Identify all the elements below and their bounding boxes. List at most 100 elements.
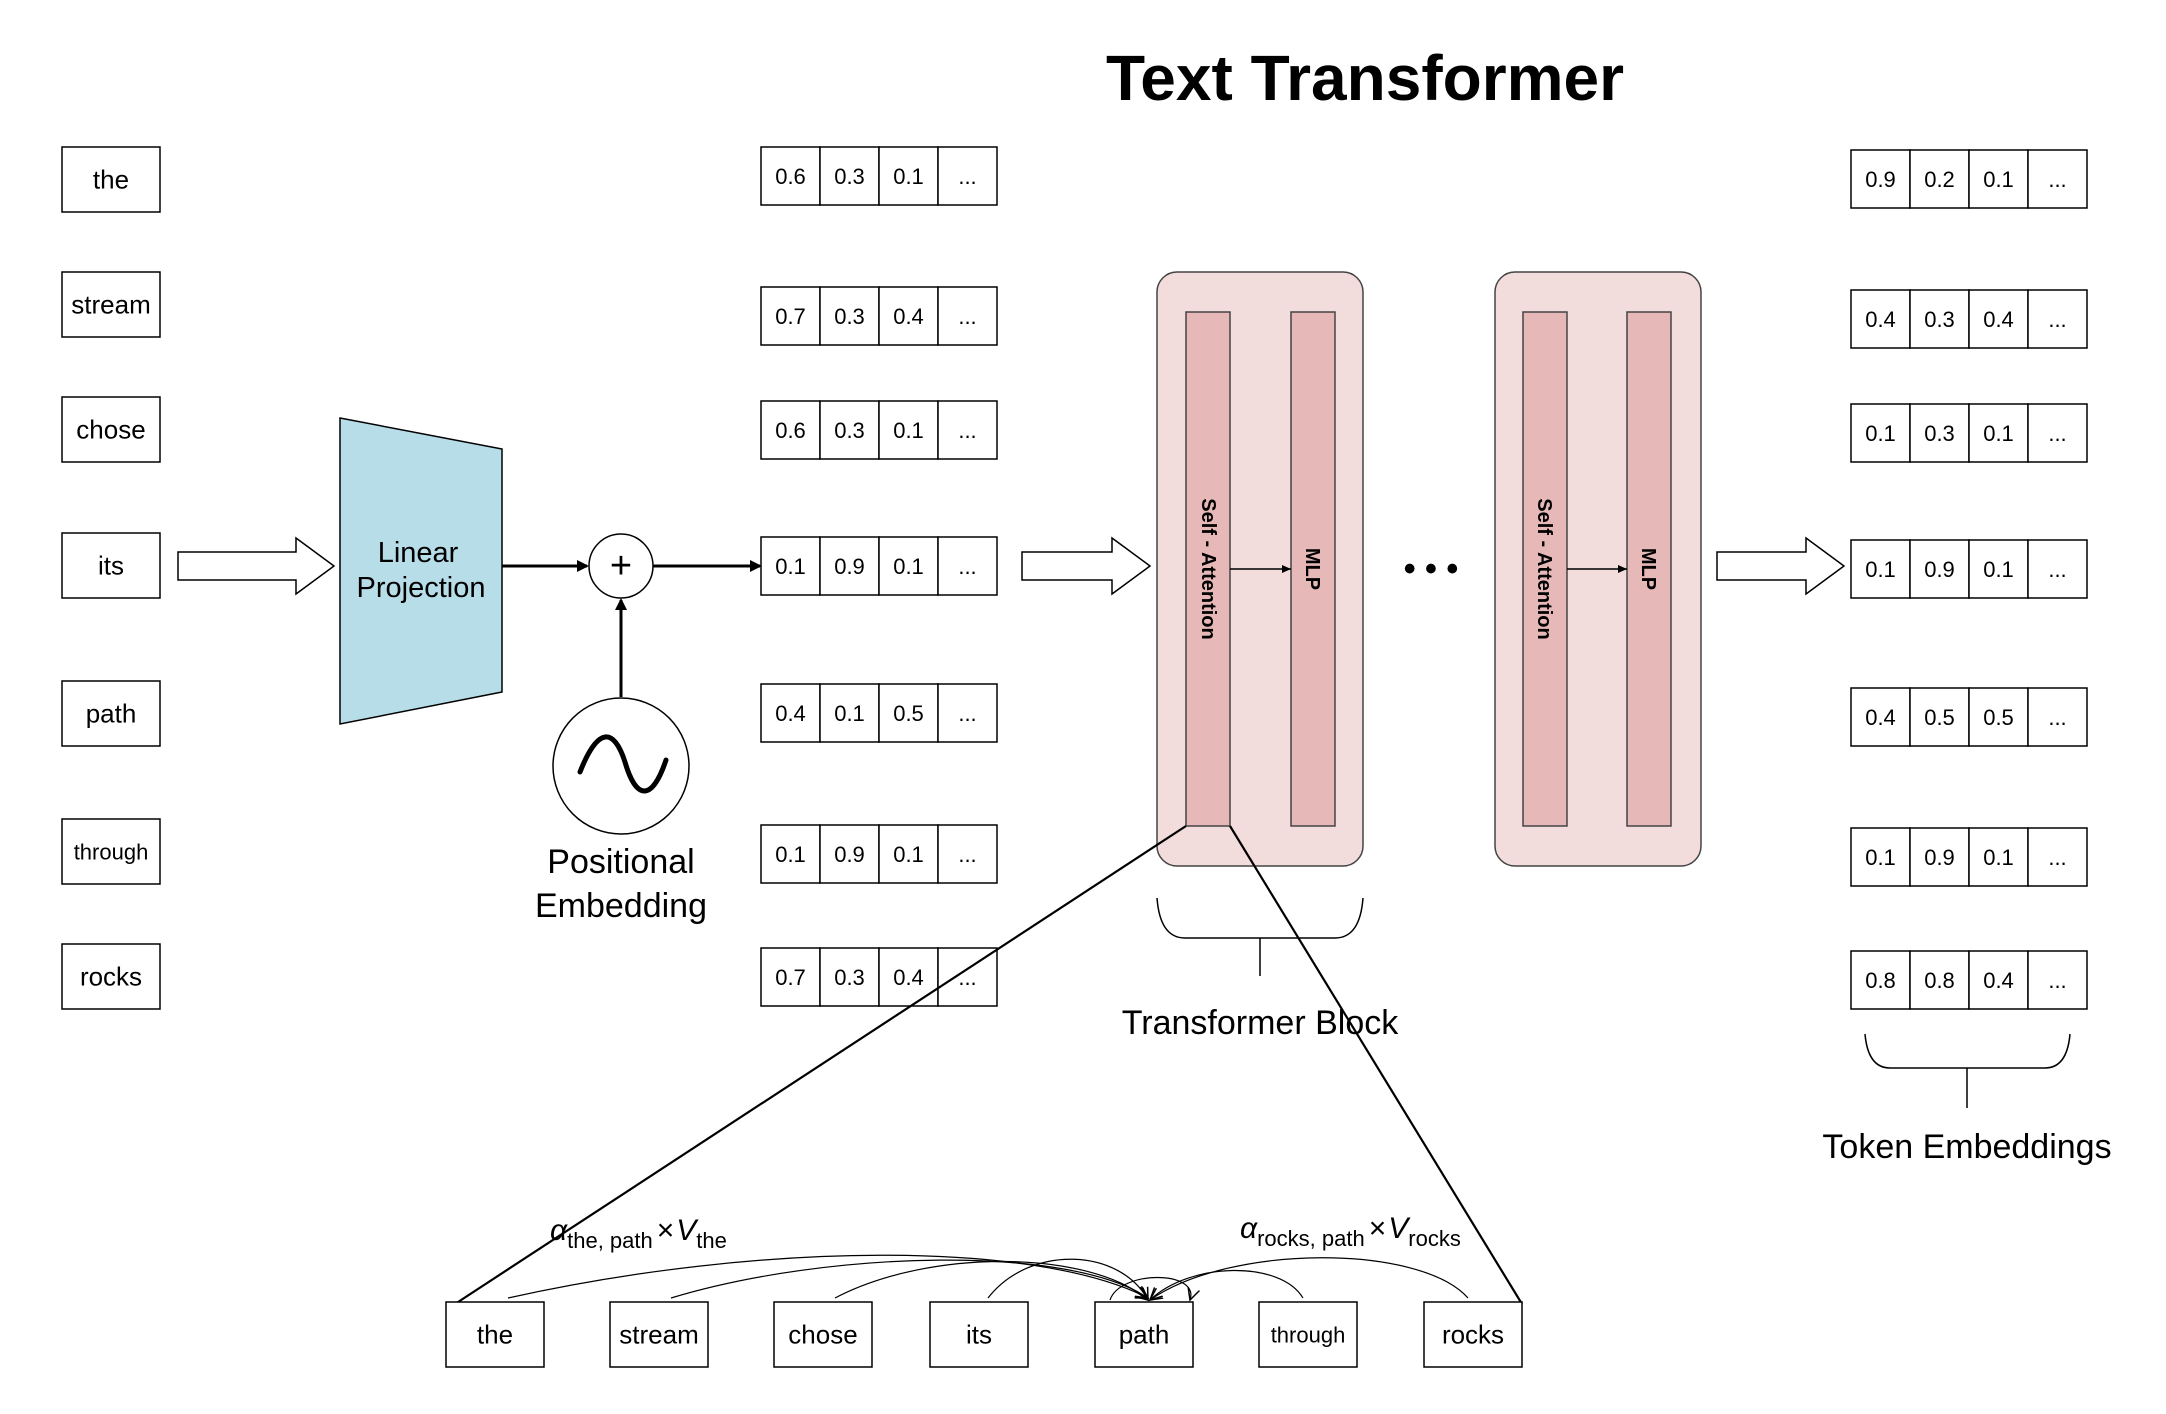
vector-cell <box>819 286 880 346</box>
vector-cell-value: ... <box>958 418 976 443</box>
plus-symbol: + <box>610 545 632 587</box>
vector-cell <box>1968 539 2029 599</box>
vector-cell-value: ... <box>2048 557 2066 582</box>
mlp-label-2: MLP <box>1637 548 1659 590</box>
vector-cell <box>2027 289 2088 349</box>
vector-cell-value: 0.2 <box>1924 167 1955 192</box>
token-label: chose <box>76 415 145 445</box>
token-box: its <box>61 532 161 599</box>
vector-cell-value: 0.9 <box>1865 167 1896 192</box>
transformer-block-caption: Transformer Block <box>1122 1004 1399 1042</box>
vector-cell-value: ... <box>958 842 976 867</box>
vector-cell-value: 0.4 <box>1983 307 2014 332</box>
mlp-layer-2 <box>1626 311 1672 827</box>
vector-cell-value: 0.6 <box>775 418 806 443</box>
vector-cell-value: ... <box>2048 845 2066 870</box>
attention-formula-right: αrocks, path×Vrocks <box>1240 1212 1461 1251</box>
token-box: path <box>1094 1301 1194 1368</box>
vector-cell <box>819 400 880 460</box>
token-label: through <box>1271 1323 1346 1348</box>
token-box: rocks <box>61 943 161 1010</box>
token-box: the <box>445 1301 545 1368</box>
vector-cell-value: 0.6 <box>775 164 806 189</box>
vector-cell-value: 0.1 <box>893 164 924 189</box>
vector-cell-value: 0.9 <box>834 842 865 867</box>
self-attention-layer-2 <box>1522 311 1568 827</box>
token-box: through <box>61 818 161 885</box>
vector-cell-value: 0.1 <box>1983 845 2014 870</box>
token-label: its <box>98 551 124 581</box>
vector-cell <box>1850 149 1911 209</box>
vector-cell-value: 0.9 <box>1924 557 1955 582</box>
vector-cell <box>1850 687 1911 747</box>
vector-cell <box>2027 950 2088 1010</box>
vector-cell <box>1909 539 1970 599</box>
vector-cell-value: 0.1 <box>893 418 924 443</box>
vector-cell-value: 0.4 <box>775 701 806 726</box>
vector-cell-value: 0.1 <box>1865 421 1896 446</box>
vector-cell <box>878 683 939 743</box>
token-box-frame <box>929 1301 1029 1368</box>
vector-cell-value: 0.1 <box>1865 557 1896 582</box>
vector-cell-value: 0.8 <box>1924 968 1955 993</box>
transformer-to-output-arrow <box>1716 536 1846 596</box>
token-box-frame <box>61 146 161 213</box>
attention-curve-chose <box>834 1260 1148 1300</box>
vector-cell <box>937 824 998 884</box>
vector-cell-value: ... <box>2048 705 2066 730</box>
token-label: path <box>86 699 137 729</box>
transformer-block-brace <box>1156 897 1364 976</box>
vector-cell-value: ... <box>2048 167 2066 192</box>
vector-cell <box>819 536 880 596</box>
token-box-frame <box>61 818 161 885</box>
vector-cell <box>2027 403 2088 463</box>
vector-cell-value: 0.4 <box>1865 705 1896 730</box>
token-box-frame <box>1258 1301 1358 1368</box>
token-label: rocks <box>80 962 142 992</box>
vector-cell-value: ... <box>958 164 976 189</box>
token-label: the <box>93 165 129 195</box>
self-attention-label-2: Self - Attention <box>1533 498 1555 639</box>
vector-cell-value: 0.4 <box>893 304 924 329</box>
linear-projection-block <box>339 417 503 725</box>
attention-curve-the <box>507 1254 1148 1298</box>
vector-cell <box>878 536 939 596</box>
token-box-frame <box>61 532 161 599</box>
token-box: rocks <box>1423 1301 1523 1368</box>
attention-curve-through <box>1150 1269 1304 1300</box>
input-token-column: the stream chose its path through rocks <box>61 146 161 1010</box>
vector-cell <box>937 536 998 596</box>
vector-cell <box>937 146 998 206</box>
vector-cell-value: 0.3 <box>834 304 865 329</box>
vector-cell-value: 0.1 <box>1983 167 2014 192</box>
vector-cell-value: 0.1 <box>1983 557 2014 582</box>
token-label: stream <box>619 1320 698 1350</box>
token-box-frame <box>1423 1301 1523 1368</box>
token-box: through <box>1258 1301 1358 1368</box>
token-box: stream <box>61 271 161 338</box>
vector-cell <box>760 400 821 460</box>
vector-cell-value: ... <box>2048 307 2066 332</box>
mlp-label-1: MLP <box>1301 548 1323 590</box>
vector-cell-value: 0.4 <box>893 965 924 990</box>
attention-curve-stream <box>670 1259 1148 1298</box>
token-label: stream <box>71 290 150 320</box>
vector-cell <box>878 286 939 346</box>
vector-cell <box>1850 403 1911 463</box>
vector-cell-value: ... <box>958 701 976 726</box>
vector-cell-value: 0.4 <box>1865 307 1896 332</box>
vector-cell <box>1850 289 1911 349</box>
vector-cell <box>1968 687 2029 747</box>
vector-cell <box>1850 827 1911 887</box>
vector-cell-value: 0.7 <box>775 304 806 329</box>
vector-cell <box>760 824 821 884</box>
